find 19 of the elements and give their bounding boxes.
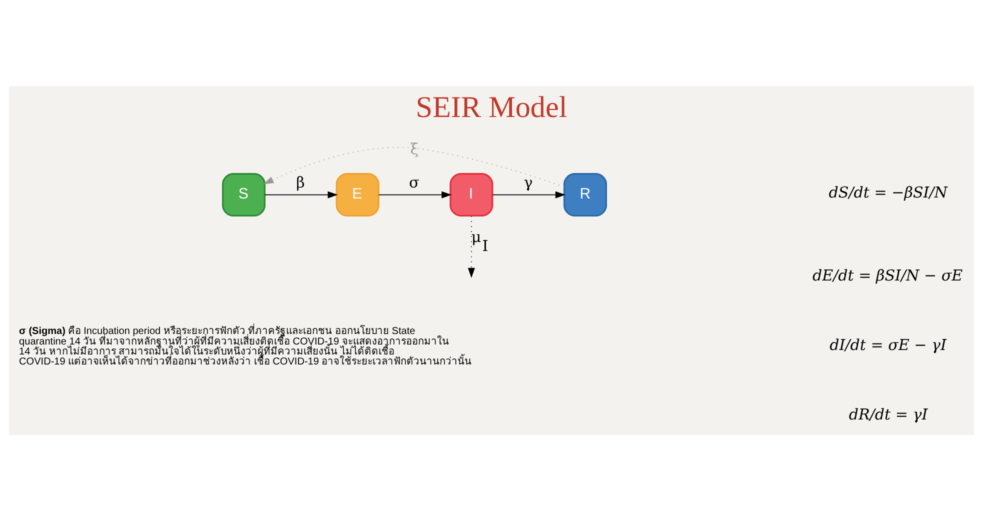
arrow — [468, 215, 475, 278]
arrow — [378, 190, 452, 198]
label: dI/dt = σE − γI — [830, 335, 946, 354]
label: dE/dt = βSI/N − σE — [812, 266, 963, 284]
arrow — [264, 190, 338, 198]
label: dR/dt = γI — [848, 404, 928, 423]
node-box: S — [222, 172, 266, 216]
edge-label: ξ — [410, 140, 419, 158]
node-box: E — [336, 172, 380, 216]
arrow — [492, 190, 566, 198]
edge-label: γ — [524, 173, 533, 192]
edge-label: β — [296, 173, 305, 192]
label: dS/dt = −βSI/N — [828, 183, 948, 202]
node-box: I — [450, 172, 494, 216]
label: σ (Sigma) คือ Incubation period หรือระยะการฟักตัว ที่ภาครัฐและเอกชน ออกนโยบาย State quarantine 14 วัน ที่มาจากหลักฐานที่ว่าผู้ที่มีความเสี่ยงติดเชื้อ COVID-19 จะแสดงอาการออกมาใน 14 วัน หากไม่มีอาการ สามารถมั่นใจได้ในระดับหนึ่งว่าผู้ที่มีความเสี่ยงนั้น ไม่ได้ติดเชื้อ COVID-19 แต่อาจเห็นได้จากข่าวที่ออกมาช่วงหลังว่า เชื้อ COVID-19 อาจใช้ระยะเวลาฟักตัวนานกว่านั้น — [19, 326, 472, 367]
edge-label: σ — [409, 173, 420, 192]
diagram-title: SEIR Model — [416, 89, 568, 124]
node-box: R — [563, 172, 607, 216]
arrow — [264, 146, 564, 187]
